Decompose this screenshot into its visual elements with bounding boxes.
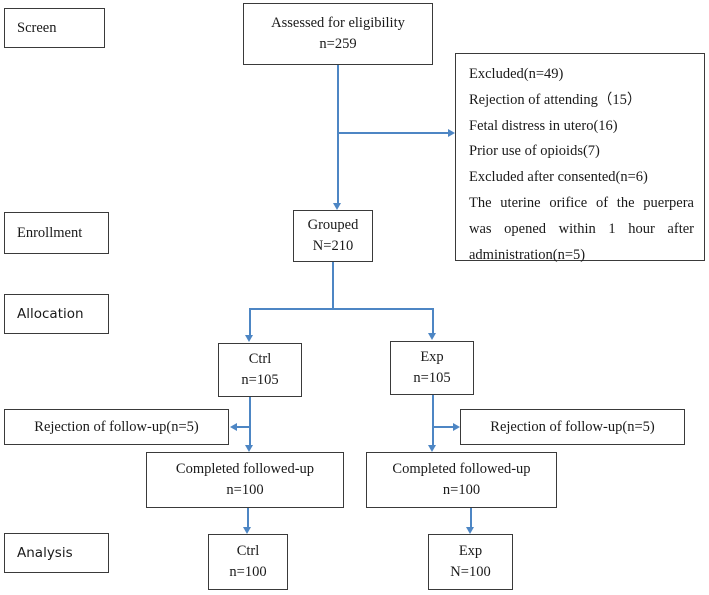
connector-split-to-exp: [432, 308, 434, 333]
node-rejection-right-text: Rejection of follow-up(n=5): [490, 418, 655, 435]
node-followed-right-line1: Completed followed-up: [392, 461, 531, 478]
excluded-line-4: Prior use of opioids(7): [469, 143, 600, 160]
stage-label-enrollment: Enrollment: [4, 212, 109, 254]
node-exp-alloc-line1: Exp: [420, 349, 444, 366]
node-ctrl-analysis: Ctrl n=100: [208, 534, 288, 590]
node-excluded-reasons: Excluded(n=49) Rejection of attending（15…: [455, 53, 705, 263]
node-grouped: Grouped N=210: [293, 210, 373, 262]
node-rejection-left-text: Rejection of follow-up(n=5): [34, 418, 199, 435]
node-assessed-for-eligibility: Assessed for eligibility n=259: [243, 3, 433, 65]
connector-followup-to-analysis-right: [470, 508, 472, 527]
node-assessed-line2: n=259: [319, 36, 357, 52]
excluded-line-5: Excluded after consented(n=6): [469, 169, 648, 186]
node-completed-followup-right: Completed followed-up n=100: [366, 452, 557, 508]
node-ctrl-analysis-line2: n=100: [229, 564, 267, 580]
stage-label-allocation-text: Allocation: [17, 306, 84, 322]
node-ctrl-analysis-line1: Ctrl: [236, 543, 260, 560]
stage-label-analysis: Analysis: [4, 533, 109, 573]
arrowhead-assessed-to-excluded: [448, 128, 455, 137]
excluded-line-6: The uterine orifice of the puerpera was …: [469, 194, 694, 263]
node-exp-analysis-line1: Exp: [458, 543, 483, 560]
connector-ctrl-to-rejection-left: [237, 426, 250, 428]
stage-label-analysis-text: Analysis: [17, 545, 73, 561]
excluded-line-2: Rejection of attending（15）: [469, 91, 642, 108]
stage-label-allocation: Allocation: [4, 294, 109, 334]
arrowhead-split-to-ctrl: [244, 335, 253, 342]
arrowhead-ctrl-to-rejection-left: [230, 422, 237, 431]
arrowhead-followup-to-analysis-right: [465, 527, 474, 534]
connector-assessed-to-grouped: [337, 65, 339, 203]
stage-label-enrollment-text: Enrollment: [17, 224, 83, 241]
node-followed-left-line1: Completed followed-up: [175, 461, 315, 478]
node-rejection-followup-left: Rejection of follow-up(n=5): [4, 409, 229, 445]
node-ctrl-alloc-line1: Ctrl: [248, 351, 272, 368]
connector-assessed-to-excluded: [338, 132, 448, 134]
node-rejection-followup-right: Rejection of follow-up(n=5): [460, 409, 685, 445]
node-completed-followup-left: Completed followed-up n=100: [146, 452, 344, 508]
excluded-line-1: Excluded(n=49): [469, 66, 564, 82]
connector-exp-to-rejection-right: [433, 426, 453, 428]
node-followed-left-line2: n=100: [226, 482, 264, 498]
node-exp-alloc-line2: n=105: [413, 370, 451, 386]
node-ctrl-alloc-line2: n=105: [241, 372, 279, 388]
node-ctrl-allocation: Ctrl n=105: [218, 343, 302, 397]
node-grouped-line1: Grouped: [307, 217, 359, 234]
stage-label-screen: Screen: [4, 8, 105, 48]
node-exp-analysis: Exp N=100: [428, 534, 513, 590]
node-exp-analysis-line2: N=100: [450, 564, 491, 580]
connector-split-to-ctrl: [249, 308, 251, 335]
connector-allocation-split-bar: [249, 308, 433, 310]
arrowhead-split-to-exp: [427, 333, 436, 340]
arrowhead-followup-to-analysis-left: [242, 527, 251, 534]
arrowhead-exp-to-followup-right: [427, 445, 436, 452]
node-assessed-line1: Assessed for eligibility: [271, 15, 405, 32]
node-followed-right-line2: n=100: [442, 482, 481, 498]
stage-label-screen-text: Screen: [17, 19, 57, 36]
connector-followup-to-analysis-left: [247, 508, 249, 527]
arrowhead-exp-to-rejection-right: [453, 422, 460, 431]
excluded-line-3: Fetal distress in utero(16): [469, 117, 618, 134]
node-grouped-line2: N=210: [312, 238, 354, 254]
arrowhead-assessed-to-grouped: [332, 203, 341, 210]
arrowhead-ctrl-to-followup-left: [244, 445, 253, 452]
connector-ctrl-to-followup-left: [249, 397, 251, 445]
connector-grouped-stem: [332, 262, 334, 309]
node-exp-allocation: Exp n=105: [390, 341, 474, 395]
connector-exp-to-followup-right: [432, 395, 434, 445]
